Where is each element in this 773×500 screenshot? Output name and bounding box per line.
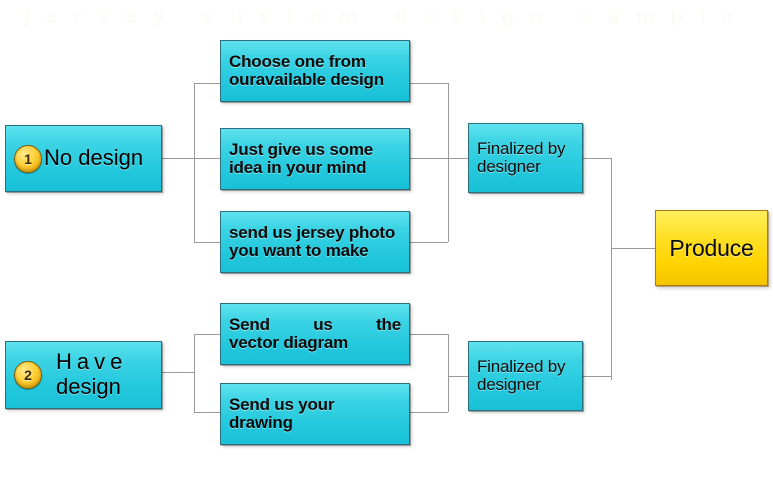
root-node-no-design-line1: No design (44, 145, 144, 171)
badge-number-1: 1 (14, 144, 42, 173)
connector-to-option-2a (194, 334, 220, 335)
option-choose-from-available-design-label: Choose one from ouravailable design (229, 51, 401, 90)
root-node-have-design-line2: design (56, 374, 121, 399)
connector-option-2a-out (410, 334, 448, 335)
stage-finalized-by-designer-top[interactable]: Finalized by designer (468, 123, 583, 193)
option-1a-line1: Choose one from (229, 51, 366, 71)
connector-option-1a-out (410, 83, 448, 84)
final-node-produce-label: Produce (669, 234, 754, 261)
connector-to-option-1a (194, 83, 220, 84)
stage-2-line2: designer (477, 375, 541, 394)
option-1a-line2: ouravailable design (229, 70, 384, 89)
connector-to-option-2b (194, 412, 220, 413)
option-send-your-drawing[interactable]: Send us your drawing (220, 383, 410, 445)
connector-root2-stub (162, 372, 194, 373)
stage-1-line2: designer (477, 157, 541, 176)
watermark-text: jersey custom design sample (0, 0, 773, 34)
connector-stage1-out (583, 158, 611, 159)
root-node-have-design-label: Have design (42, 350, 161, 399)
option-give-us-idea-label: Just give us some idea in your mind (229, 139, 401, 178)
stage-1-line1: Finalized by (477, 138, 566, 158)
connector-to-option-1c (194, 242, 220, 243)
connector-merge-final (611, 158, 612, 380)
stage-finalized-by-designer-top-label: Finalized by designer (477, 138, 574, 177)
connector-to-produce (611, 248, 655, 249)
option-send-jersey-photo[interactable]: send us jersey photo you want to make (220, 211, 410, 273)
root-node-have-design-line1: Have (56, 349, 128, 375)
option-send-vector-diagram[interactable]: Send us the vector diagram (220, 303, 410, 365)
root-node-have-design[interactable]: 2 Have design (5, 341, 162, 409)
option-1b-line2: idea in your mind (229, 158, 367, 177)
option-1c-line1: send us jersey photo (229, 222, 396, 242)
connector-stage2-out (583, 376, 611, 377)
connector-option-1b-out (410, 158, 468, 159)
root-node-no-design[interactable]: 1 No design (5, 125, 162, 192)
option-2b-line2: drawing (229, 413, 293, 432)
connector-to-option-1b (194, 158, 220, 159)
option-give-us-idea[interactable]: Just give us some idea in your mind (220, 128, 410, 190)
option-send-jersey-photo-label: send us jersey photo you want to make (229, 222, 401, 261)
option-2b-line1: Send us your (229, 394, 335, 414)
option-1b-line1: Just give us some (229, 139, 373, 159)
badge-number-2: 2 (14, 361, 42, 389)
final-node-produce[interactable]: Produce (655, 210, 768, 286)
connector-bracket-2 (194, 334, 195, 412)
option-send-vector-diagram-label: Send us the vector diagram (229, 314, 401, 353)
root-node-no-design-label: No design (42, 145, 161, 171)
connector-root1-stub (162, 158, 194, 159)
connector-merge-2 (448, 334, 449, 412)
option-send-your-drawing-label: Send us your drawing (229, 394, 401, 433)
stage-finalized-by-designer-bottom[interactable]: Finalized by designer (468, 341, 583, 411)
connector-option-1c-out (410, 242, 448, 243)
connector-bracket-1 (194, 83, 195, 242)
stage-finalized-by-designer-bottom-label: Finalized by designer (477, 356, 574, 395)
option-choose-from-available-design[interactable]: Choose one from ouravailable design (220, 40, 410, 102)
connector-merge-1 (448, 83, 449, 242)
connector-option-2b-out (410, 412, 448, 413)
option-2a-line1: Send us the (229, 314, 401, 334)
option-1c-line2: you want to make (229, 241, 369, 260)
option-2a-line2: vector diagram (229, 333, 349, 352)
connector-stage2-in (448, 376, 468, 377)
stage-2-line1: Finalized by (477, 356, 566, 376)
